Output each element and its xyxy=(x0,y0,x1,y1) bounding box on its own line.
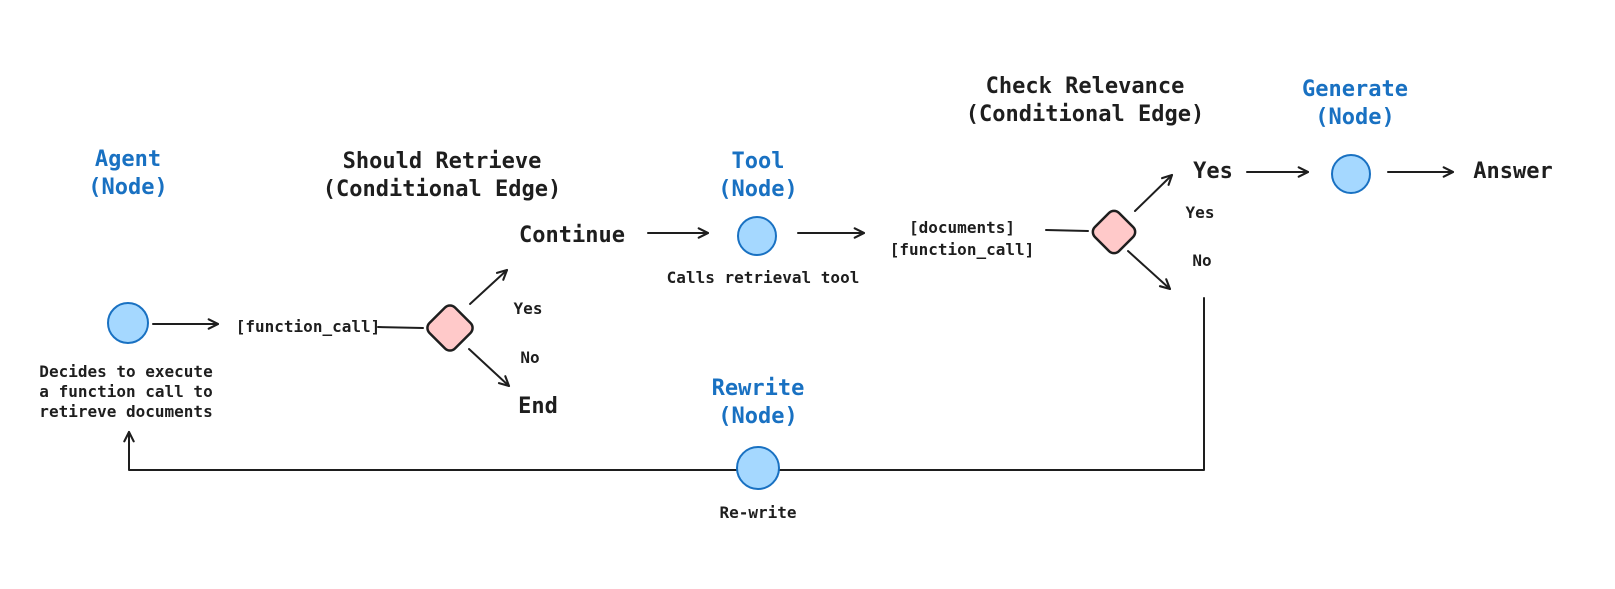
edge-function-call-to-should-retrieve xyxy=(377,326,424,329)
edge-check-relevance-yes xyxy=(1134,173,1174,212)
relevance-yes-target: Yes xyxy=(1193,159,1233,184)
continue-label: Continue xyxy=(519,223,625,248)
should-retrieve-yes-label: Yes xyxy=(513,299,543,318)
should-retrieve-diamond xyxy=(426,304,474,352)
edge-documents-to-check-relevance xyxy=(1045,229,1089,232)
function-call-state: [function_call] xyxy=(235,317,381,336)
answer-label: Answer xyxy=(1473,159,1553,184)
check-relevance-diamond xyxy=(1091,209,1137,255)
relevance-no-branch-label: No xyxy=(1192,251,1212,270)
edge-check-relevance-no xyxy=(1127,250,1172,291)
check-relevance-title: Check Relevance (Conditional Edge) xyxy=(965,74,1205,127)
edge-rewrite-loop xyxy=(123,297,1205,471)
edge-should-retrieve-no xyxy=(468,348,511,388)
tool-note: Calls retrieval tool xyxy=(666,268,860,287)
agent-node-title: Agent (Node) xyxy=(88,147,168,200)
should-retrieve-no-label: No xyxy=(520,348,540,367)
documents-state: [documents] [function_call] xyxy=(889,218,1035,259)
end-label: End xyxy=(518,394,558,419)
should-retrieve-title: Should Retrieve (Conditional Edge) xyxy=(322,149,562,202)
rewrite-node-title: Rewrite (Node) xyxy=(711,376,805,429)
edge-should-retrieve-yes xyxy=(469,268,509,305)
agent-node-circle xyxy=(107,302,149,344)
rewrite-node-circle xyxy=(736,446,780,490)
rewrite-note: Re-write xyxy=(719,503,797,522)
generate-node-circle xyxy=(1331,154,1371,194)
generate-node-title: Generate (Node) xyxy=(1302,77,1408,130)
relevance-yes-branch-label: Yes xyxy=(1185,203,1215,222)
agent-note: Decides to execute a function call to re… xyxy=(39,362,213,421)
tool-node-title: Tool (Node) xyxy=(718,149,798,202)
tool-node-circle xyxy=(737,216,777,256)
